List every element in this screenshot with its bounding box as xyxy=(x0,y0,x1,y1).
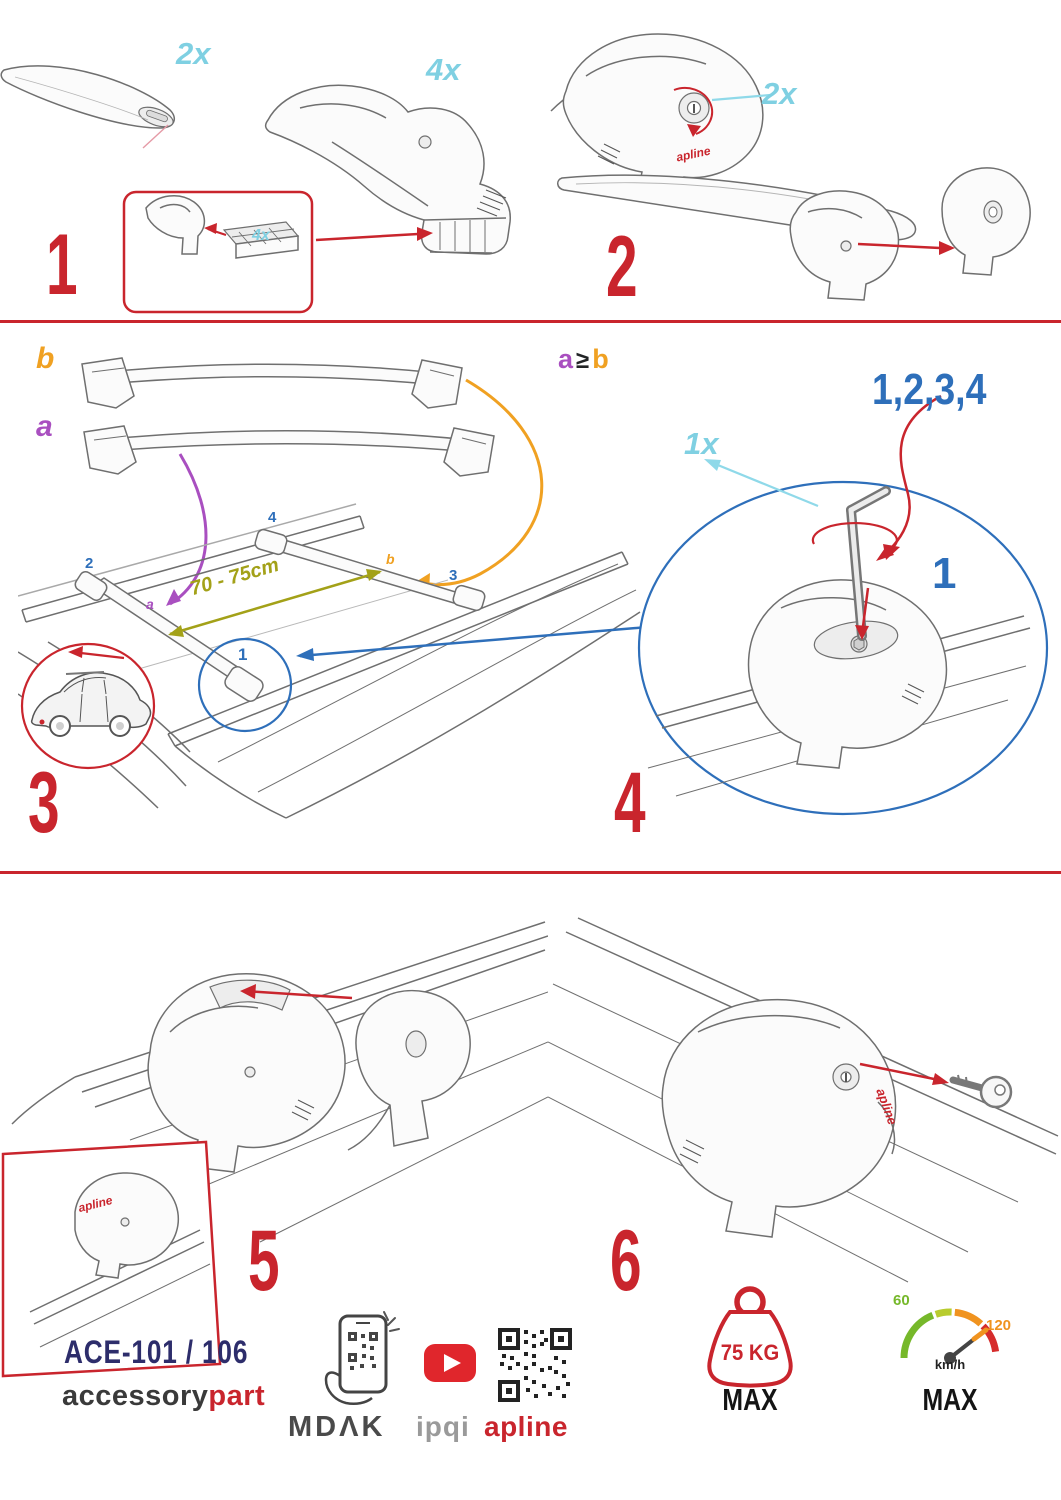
step6-key-illustration xyxy=(548,917,1059,1283)
bar-b-label: b xyxy=(36,342,55,375)
rubber-pad-drawing xyxy=(222,221,300,259)
foot-on-rail-drawing xyxy=(147,973,346,1173)
speedometer-icon xyxy=(900,1308,1000,1364)
roof-mark-a: a xyxy=(146,596,154,612)
max-load-label: MAX xyxy=(722,1382,778,1417)
zoom-connector-arrow xyxy=(296,624,661,661)
step1-number: 1 xyxy=(46,217,78,313)
foot-clamp-drawing xyxy=(264,84,511,255)
grip-texture xyxy=(901,683,925,705)
step2-lock-illustration xyxy=(550,33,1031,301)
step3-roof-illustration xyxy=(18,357,641,819)
crossbar-a-drawing xyxy=(83,425,495,477)
step5-number: 5 xyxy=(248,1213,280,1309)
grip-texture xyxy=(597,143,621,165)
tool-qty: 1x xyxy=(684,426,719,461)
red-arrow xyxy=(243,989,353,1000)
phone-qr-pattern xyxy=(348,1332,378,1370)
model-number: ACE-101 / 106 xyxy=(64,1334,249,1370)
step1-bar-qty: 2x xyxy=(176,36,211,71)
focus-circle xyxy=(197,637,293,733)
brand-part: part xyxy=(208,1380,266,1412)
lock-icon xyxy=(678,92,710,124)
step1-pad-qty: 4x xyxy=(252,227,270,244)
roof-pos-2: 2 xyxy=(85,555,94,572)
grip-texture xyxy=(476,189,507,217)
section-divider xyxy=(0,320,1061,323)
distance-arrow xyxy=(168,569,382,637)
max-speed-label: MAX xyxy=(922,1382,978,1417)
car-icon xyxy=(30,671,152,737)
step1-foot-qty: 4x xyxy=(426,52,461,87)
order-curve-arrow xyxy=(879,394,942,559)
installed-inset xyxy=(1,1140,222,1378)
partner-mdak: MDΛK xyxy=(288,1411,386,1443)
rule-b: b xyxy=(592,344,609,374)
foot-with-lock-drawing xyxy=(550,33,771,195)
clamp-arm-drawing xyxy=(347,989,471,1151)
size-rule: a ≥ b xyxy=(558,346,609,373)
grip-texture xyxy=(679,1139,705,1164)
red-arrow xyxy=(315,232,419,242)
max-load-value: 75 KG xyxy=(720,1340,780,1365)
roof-pos-1: 1 xyxy=(238,645,248,664)
red-arrow xyxy=(857,242,941,250)
step2-lock-qty: 2x xyxy=(762,76,797,111)
allen-key-icon xyxy=(846,486,891,641)
roof-pos-4: 4 xyxy=(268,509,277,526)
roof-mark-b: b xyxy=(386,551,395,567)
speed-high-label: 120 xyxy=(986,1317,1012,1334)
step1-parts-illustration xyxy=(0,65,511,314)
zoomed-foot-drawing xyxy=(647,579,1031,797)
partner-ipqi: ipqi xyxy=(416,1411,470,1442)
red-arrow xyxy=(859,1062,945,1083)
first-position-label: 1 xyxy=(932,549,957,598)
tool-pointer-arrow xyxy=(707,459,819,508)
grip-texture xyxy=(291,1099,315,1121)
rule-sign: ≥ xyxy=(576,347,590,374)
car-direction-inset xyxy=(20,642,156,770)
phone-qr-icon xyxy=(324,1311,400,1406)
end-cap-drawing xyxy=(941,167,1031,276)
lock-icon xyxy=(832,1063,860,1091)
pad-inset-box xyxy=(122,190,314,314)
step5-mount-illustration xyxy=(1,921,548,1378)
step2-number: 2 xyxy=(606,219,638,315)
qr-code xyxy=(498,1328,572,1402)
foot-with-keyhole-drawing xyxy=(661,998,897,1238)
speed-low-label: 60 xyxy=(893,1292,910,1309)
weight-icon xyxy=(707,1286,793,1388)
bar-assembly-drawing xyxy=(557,167,1031,301)
partner-apline: apline xyxy=(484,1411,568,1442)
bar-a-label: a xyxy=(36,410,53,443)
brand-accessory: accessory xyxy=(62,1380,209,1412)
crossbar-b-drawing xyxy=(81,357,463,409)
youtube-icon xyxy=(424,1344,476,1382)
orange-guide-arrow xyxy=(417,378,544,587)
crossbar-drawing xyxy=(0,65,176,149)
speed-unit-label: km/h xyxy=(934,1357,966,1372)
roof-pos-3: 3 xyxy=(449,567,458,584)
key-icon xyxy=(949,1074,1013,1109)
tighten-order-label: 1,2,3,4 xyxy=(872,365,987,414)
step4-zoom-illustration xyxy=(637,394,1049,816)
rule-a: a xyxy=(558,344,574,374)
rotate-arrow xyxy=(811,521,898,549)
step3-number: 3 xyxy=(28,755,60,851)
purple-guide-arrow xyxy=(169,453,208,606)
step4-number: 4 xyxy=(614,755,646,851)
brand-wordmark: accessorypart xyxy=(62,1382,265,1411)
step6-number: 6 xyxy=(610,1213,642,1309)
section-divider xyxy=(0,871,1061,874)
